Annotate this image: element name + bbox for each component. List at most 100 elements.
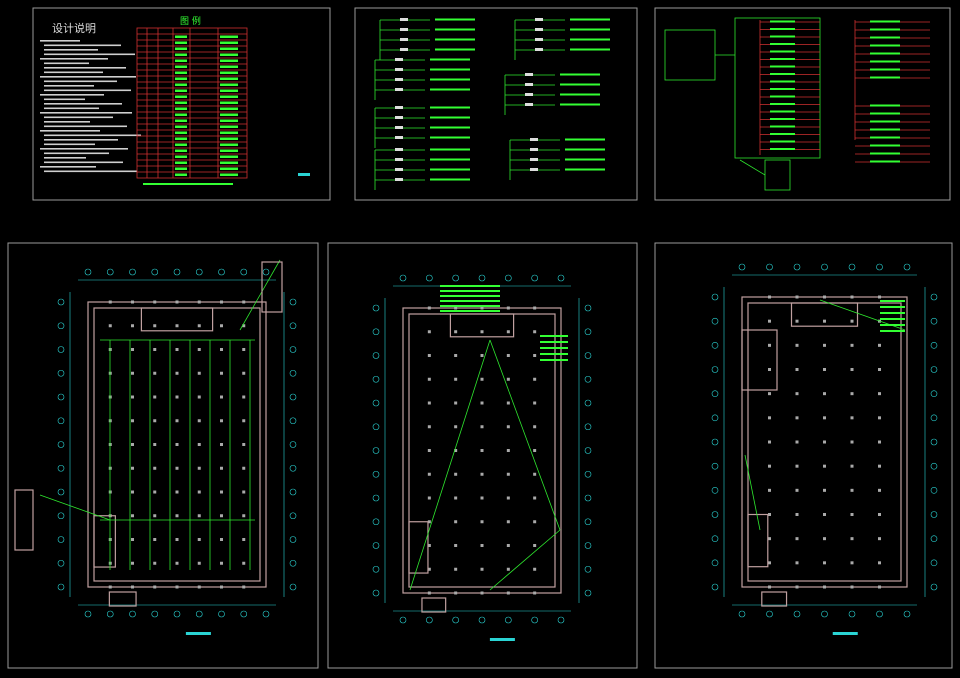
axis-bubble — [711, 511, 719, 518]
link — [739, 159, 766, 176]
column — [131, 324, 134, 328]
sheet-system-diagram-1 — [354, 7, 638, 201]
lighting-circuit — [239, 259, 281, 331]
column — [220, 466, 223, 470]
circuit-label — [880, 300, 905, 302]
column — [175, 324, 179, 328]
axis-bubble — [372, 565, 380, 573]
breaker — [535, 48, 543, 51]
column — [242, 443, 246, 446]
column — [153, 443, 157, 446]
legend-cell — [175, 125, 187, 128]
axis-bubble — [426, 616, 433, 624]
column — [454, 496, 458, 500]
legend-cell — [220, 41, 238, 44]
column — [153, 348, 157, 351]
axis-bubble — [372, 447, 380, 454]
feeder-label — [560, 93, 600, 96]
axis-bubble — [711, 462, 719, 470]
circuit-label — [880, 306, 905, 308]
column — [878, 440, 881, 444]
column — [220, 538, 223, 541]
column — [197, 300, 201, 304]
axis-bubble — [289, 417, 297, 425]
legend-cell — [220, 71, 238, 74]
axis-bubble — [57, 464, 65, 472]
column — [823, 513, 826, 516]
legend-cell — [175, 65, 187, 68]
legend-cell — [175, 59, 187, 62]
legend-table — [136, 27, 310, 185]
circuit-label — [770, 73, 795, 75]
axis-bubble — [821, 263, 828, 271]
axis-bubble — [289, 393, 297, 401]
room — [790, 302, 859, 327]
column — [175, 348, 179, 351]
axis-bubble — [151, 610, 159, 618]
axis-bubble — [57, 369, 65, 377]
column — [175, 371, 179, 375]
stair — [408, 521, 429, 574]
axis-bubble — [289, 298, 297, 306]
column — [533, 591, 537, 595]
circuit-label — [870, 144, 900, 147]
circuit-label — [770, 80, 795, 83]
column — [454, 591, 458, 595]
column — [506, 591, 510, 595]
feeder-label — [430, 158, 470, 161]
legend-cell — [220, 47, 238, 50]
circuit-label — [770, 110, 795, 113]
axis-bubble — [505, 274, 512, 282]
axis-bubble — [151, 268, 159, 276]
circuit-label — [870, 128, 900, 131]
axis-bubble — [766, 263, 773, 271]
breaker — [535, 18, 543, 21]
axis-bubble — [57, 393, 65, 401]
legend-cell — [175, 149, 187, 152]
column — [175, 561, 179, 565]
circuit-label — [770, 28, 795, 30]
axis-bubble — [372, 328, 380, 336]
sheet-frame — [654, 7, 951, 201]
column — [823, 343, 826, 347]
axis-bubble — [876, 610, 883, 618]
feeder-label — [565, 138, 605, 141]
column — [823, 561, 826, 565]
column — [795, 295, 799, 299]
column — [795, 537, 799, 541]
axis-bubble — [711, 414, 719, 422]
column — [768, 537, 771, 541]
column — [823, 368, 826, 371]
circuit-label — [870, 20, 900, 23]
circuit-label — [770, 103, 795, 105]
axis-bubble — [57, 417, 65, 425]
column — [878, 561, 881, 565]
axis-bubble — [793, 263, 801, 271]
stair — [14, 489, 34, 551]
column — [427, 377, 431, 381]
power-circuit — [744, 454, 761, 531]
note-line — [44, 121, 90, 123]
column — [795, 585, 799, 589]
axis-bubble — [289, 512, 297, 520]
column — [427, 496, 431, 500]
circuit-label — [770, 58, 795, 60]
column — [197, 514, 201, 518]
axis-bubble — [557, 616, 565, 624]
column — [153, 371, 157, 375]
column — [454, 449, 458, 452]
column — [242, 538, 246, 541]
column — [220, 395, 223, 399]
column — [131, 395, 134, 399]
column — [175, 538, 179, 541]
axis-bubble — [57, 346, 65, 353]
note-line — [44, 116, 113, 119]
column — [850, 488, 854, 492]
column — [795, 343, 799, 347]
circuit-label — [770, 125, 795, 128]
axis-bubble — [106, 268, 114, 276]
column — [427, 425, 431, 429]
note-line — [44, 161, 123, 164]
breaker — [530, 148, 538, 151]
circuit-label — [770, 43, 795, 45]
